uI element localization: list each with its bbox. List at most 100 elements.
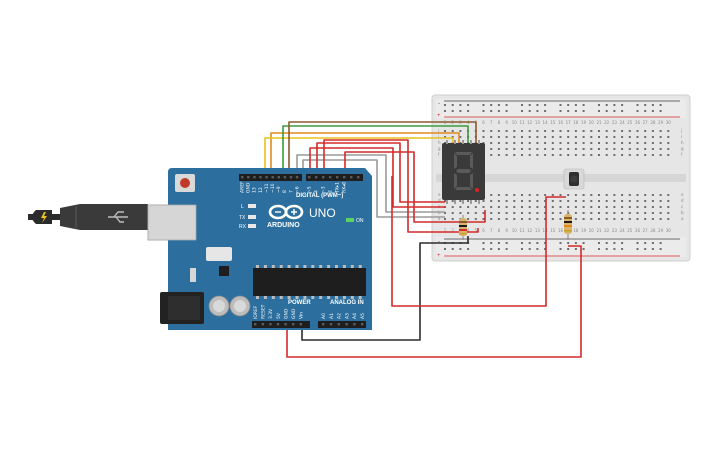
rail-hole[interactable]: [467, 104, 470, 106]
breadboard-hole[interactable]: [444, 136, 446, 138]
rail-hole[interactable]: [444, 248, 446, 250]
breadboard-hole[interactable]: [651, 154, 654, 156]
breadboard-hole[interactable]: [536, 206, 539, 208]
rail-hole[interactable]: [574, 110, 577, 112]
breadboard-hole[interactable]: [559, 142, 562, 144]
rail-hole[interactable]: [451, 248, 454, 250]
breadboard-hole[interactable]: [559, 206, 562, 208]
breadboard-hole[interactable]: [513, 130, 516, 132]
rail-hole[interactable]: [505, 110, 508, 112]
breadboard-hole[interactable]: [636, 130, 639, 132]
rail-hole[interactable]: [528, 248, 531, 250]
breadboard-hole[interactable]: [497, 148, 500, 150]
rail-hole[interactable]: [559, 248, 562, 250]
breadboard-hole[interactable]: [451, 130, 454, 132]
breadboard-hole[interactable]: [444, 200, 446, 202]
breadboard-hole[interactable]: [505, 130, 508, 132]
rail-hole[interactable]: [574, 104, 577, 106]
breadboard-hole[interactable]: [459, 130, 462, 132]
breadboard-hole[interactable]: [544, 200, 547, 202]
breadboard-hole[interactable]: [613, 200, 616, 202]
breadboard-hole[interactable]: [628, 142, 631, 144]
wire-gray-d7[interactable]: [302, 159, 445, 218]
breadboard-hole[interactable]: [497, 200, 500, 202]
breadboard-hole[interactable]: [505, 142, 508, 144]
breadboard-hole[interactable]: [659, 142, 662, 144]
breadboard-hole[interactable]: [667, 130, 670, 132]
breadboard-hole[interactable]: [651, 136, 654, 138]
rail-hole[interactable]: [528, 110, 531, 112]
breadboard-hole[interactable]: [667, 218, 670, 220]
breadboard-hole[interactable]: [667, 194, 670, 196]
breadboard-hole[interactable]: [590, 206, 593, 208]
breadboard-hole[interactable]: [513, 142, 516, 144]
breadboard-hole[interactable]: [536, 218, 539, 220]
breadboard-hole[interactable]: [659, 206, 662, 208]
breadboard-hole[interactable]: [605, 148, 608, 150]
breadboard-hole[interactable]: [590, 154, 593, 156]
breadboard-hole[interactable]: [613, 136, 616, 138]
rail-hole[interactable]: [582, 242, 585, 244]
breadboard-hole[interactable]: [598, 218, 600, 220]
breadboard-hole[interactable]: [521, 136, 523, 138]
breadboard-hole[interactable]: [497, 130, 500, 132]
breadboard-hole[interactable]: [444, 218, 446, 220]
breadboard-hole[interactable]: [651, 218, 654, 220]
breadboard-hole[interactable]: [505, 206, 508, 208]
breadboard-hole[interactable]: [644, 148, 647, 150]
breadboard-hole[interactable]: [451, 218, 454, 220]
breadboard-hole[interactable]: [582, 200, 585, 202]
header-pin[interactable]: [241, 176, 244, 179]
breadboard-hole[interactable]: [613, 194, 616, 196]
breadboard-hole[interactable]: [528, 148, 531, 150]
breadboard-hole[interactable]: [567, 154, 570, 156]
rail-hole[interactable]: [651, 104, 654, 106]
rail-hole[interactable]: [582, 104, 585, 106]
breadboard-hole[interactable]: [490, 148, 493, 150]
breadboard-hole[interactable]: [605, 194, 608, 196]
breadboard-hole[interactable]: [621, 142, 624, 144]
breadboard-hole[interactable]: [559, 154, 562, 156]
breadboard-hole[interactable]: [651, 200, 654, 202]
breadboard-hole[interactable]: [574, 218, 577, 220]
breadboard-hole[interactable]: [482, 218, 485, 220]
breadboard-hole[interactable]: [644, 194, 647, 196]
breadboard-hole[interactable]: [497, 212, 500, 214]
rail-hole[interactable]: [544, 248, 547, 250]
header-pin[interactable]: [283, 176, 287, 179]
breadboard-hole[interactable]: [574, 142, 577, 144]
rail-hole[interactable]: [644, 110, 647, 112]
header-pin[interactable]: [247, 176, 250, 179]
rail-hole[interactable]: [613, 242, 616, 244]
breadboard-hole[interactable]: [605, 142, 608, 144]
breadboard-hole[interactable]: [513, 206, 516, 208]
rail-hole[interactable]: [544, 242, 547, 244]
breadboard-hole[interactable]: [621, 212, 624, 214]
rail-hole[interactable]: [521, 104, 523, 106]
breadboard-hole[interactable]: [567, 200, 570, 202]
breadboard-hole[interactable]: [513, 200, 516, 202]
breadboard-hole[interactable]: [505, 154, 508, 156]
rail-hole[interactable]: [497, 104, 500, 106]
breadboard-hole[interactable]: [551, 206, 554, 208]
header-pin[interactable]: [271, 176, 274, 179]
rail-hole[interactable]: [613, 248, 616, 250]
breadboard-hole[interactable]: [636, 142, 639, 144]
breadboard-hole[interactable]: [451, 200, 454, 202]
breadboard-hole[interactable]: [513, 212, 516, 214]
header-pin[interactable]: [295, 176, 299, 179]
breadboard-hole[interactable]: [490, 194, 493, 196]
rail-hole[interactable]: [621, 242, 624, 244]
wire-brown-d9[interactable]: [288, 121, 477, 176]
breadboard-hole[interactable]: [513, 154, 516, 156]
breadboard-hole[interactable]: [574, 136, 577, 138]
breadboard-hole[interactable]: [559, 136, 562, 138]
breadboard-hole[interactable]: [598, 130, 600, 132]
breadboard-hole[interactable]: [613, 212, 616, 214]
rail-hole[interactable]: [482, 104, 485, 106]
breadboard-hole[interactable]: [521, 200, 523, 202]
rail-hole[interactable]: [621, 104, 624, 106]
breadboard-hole[interactable]: [474, 212, 477, 214]
rail-hole[interactable]: [536, 248, 539, 250]
breadboard-hole[interactable]: [598, 154, 600, 156]
